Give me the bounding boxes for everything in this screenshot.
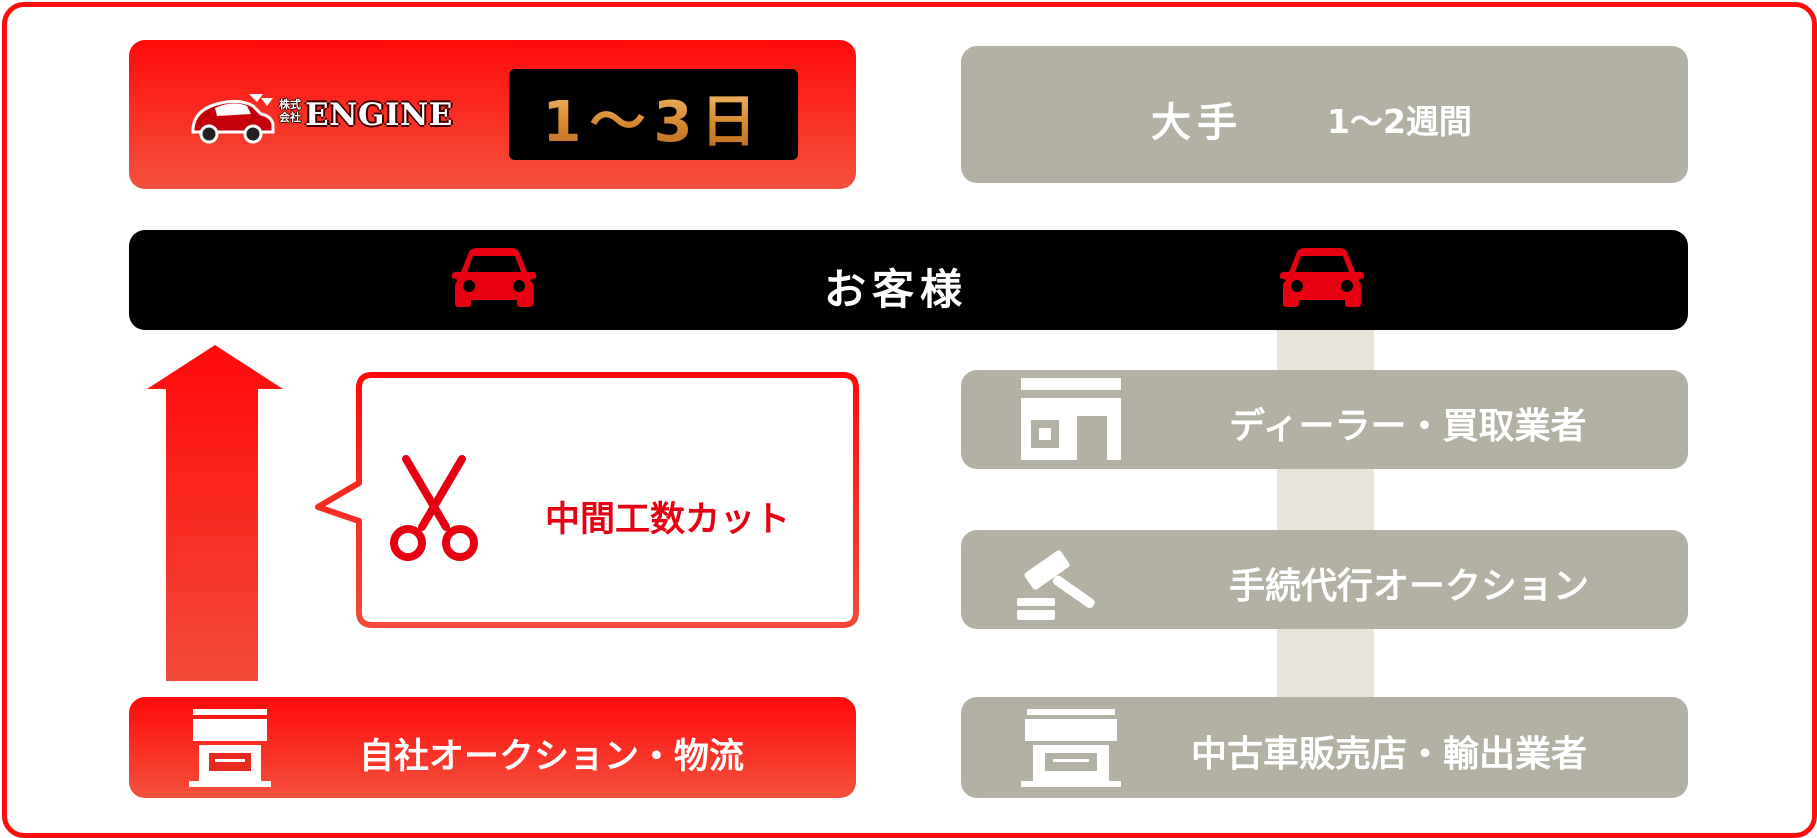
engine-duration: 1～3日 — [509, 77, 798, 158]
chain-step-label: ディーラー・買取業者 — [1229, 406, 1587, 447]
engine-duration-badge: 1～3日 — [509, 69, 798, 160]
chain-step-auction: 手続代行オークション — [961, 530, 1688, 629]
car-icon — [1280, 248, 1364, 307]
scissors-icon — [390, 455, 478, 561]
company-name: ENGINE — [305, 97, 453, 133]
up-arrow — [147, 345, 283, 681]
chain-step-label: 中古車販売店・輸出業者 — [1191, 734, 1588, 775]
store-icon — [1021, 709, 1121, 787]
own-auction-box: 自社オークション・物流 — [129, 697, 856, 798]
chain-step-label: 手続代行オークション — [1229, 566, 1590, 607]
car-icon — [452, 248, 536, 307]
company-prefix: 株式 会社 — [279, 98, 301, 124]
gavel-icon — [1017, 550, 1095, 620]
store-icon — [189, 709, 271, 787]
major-duration: 1～2週間 — [1327, 102, 1472, 141]
engine-car-logo-icon — [191, 94, 275, 144]
chain-step-retailer: 中古車販売店・輸出業者 — [961, 697, 1688, 798]
own-auction-label: 自社オークション・物流 — [359, 737, 745, 777]
cut-label: 中間工数カット — [545, 500, 791, 540]
customer-label: お客様 — [824, 265, 969, 314]
chain-step-dealer: ディーラー・買取業者 — [961, 370, 1688, 469]
customer-bar: お客様 — [129, 230, 1688, 330]
shop-front-icon — [1021, 378, 1121, 460]
cut-bubble — [315, 372, 859, 628]
major-header-box: 大手 1～2週間 — [961, 46, 1688, 183]
major-label: 大手 — [1151, 100, 1243, 146]
